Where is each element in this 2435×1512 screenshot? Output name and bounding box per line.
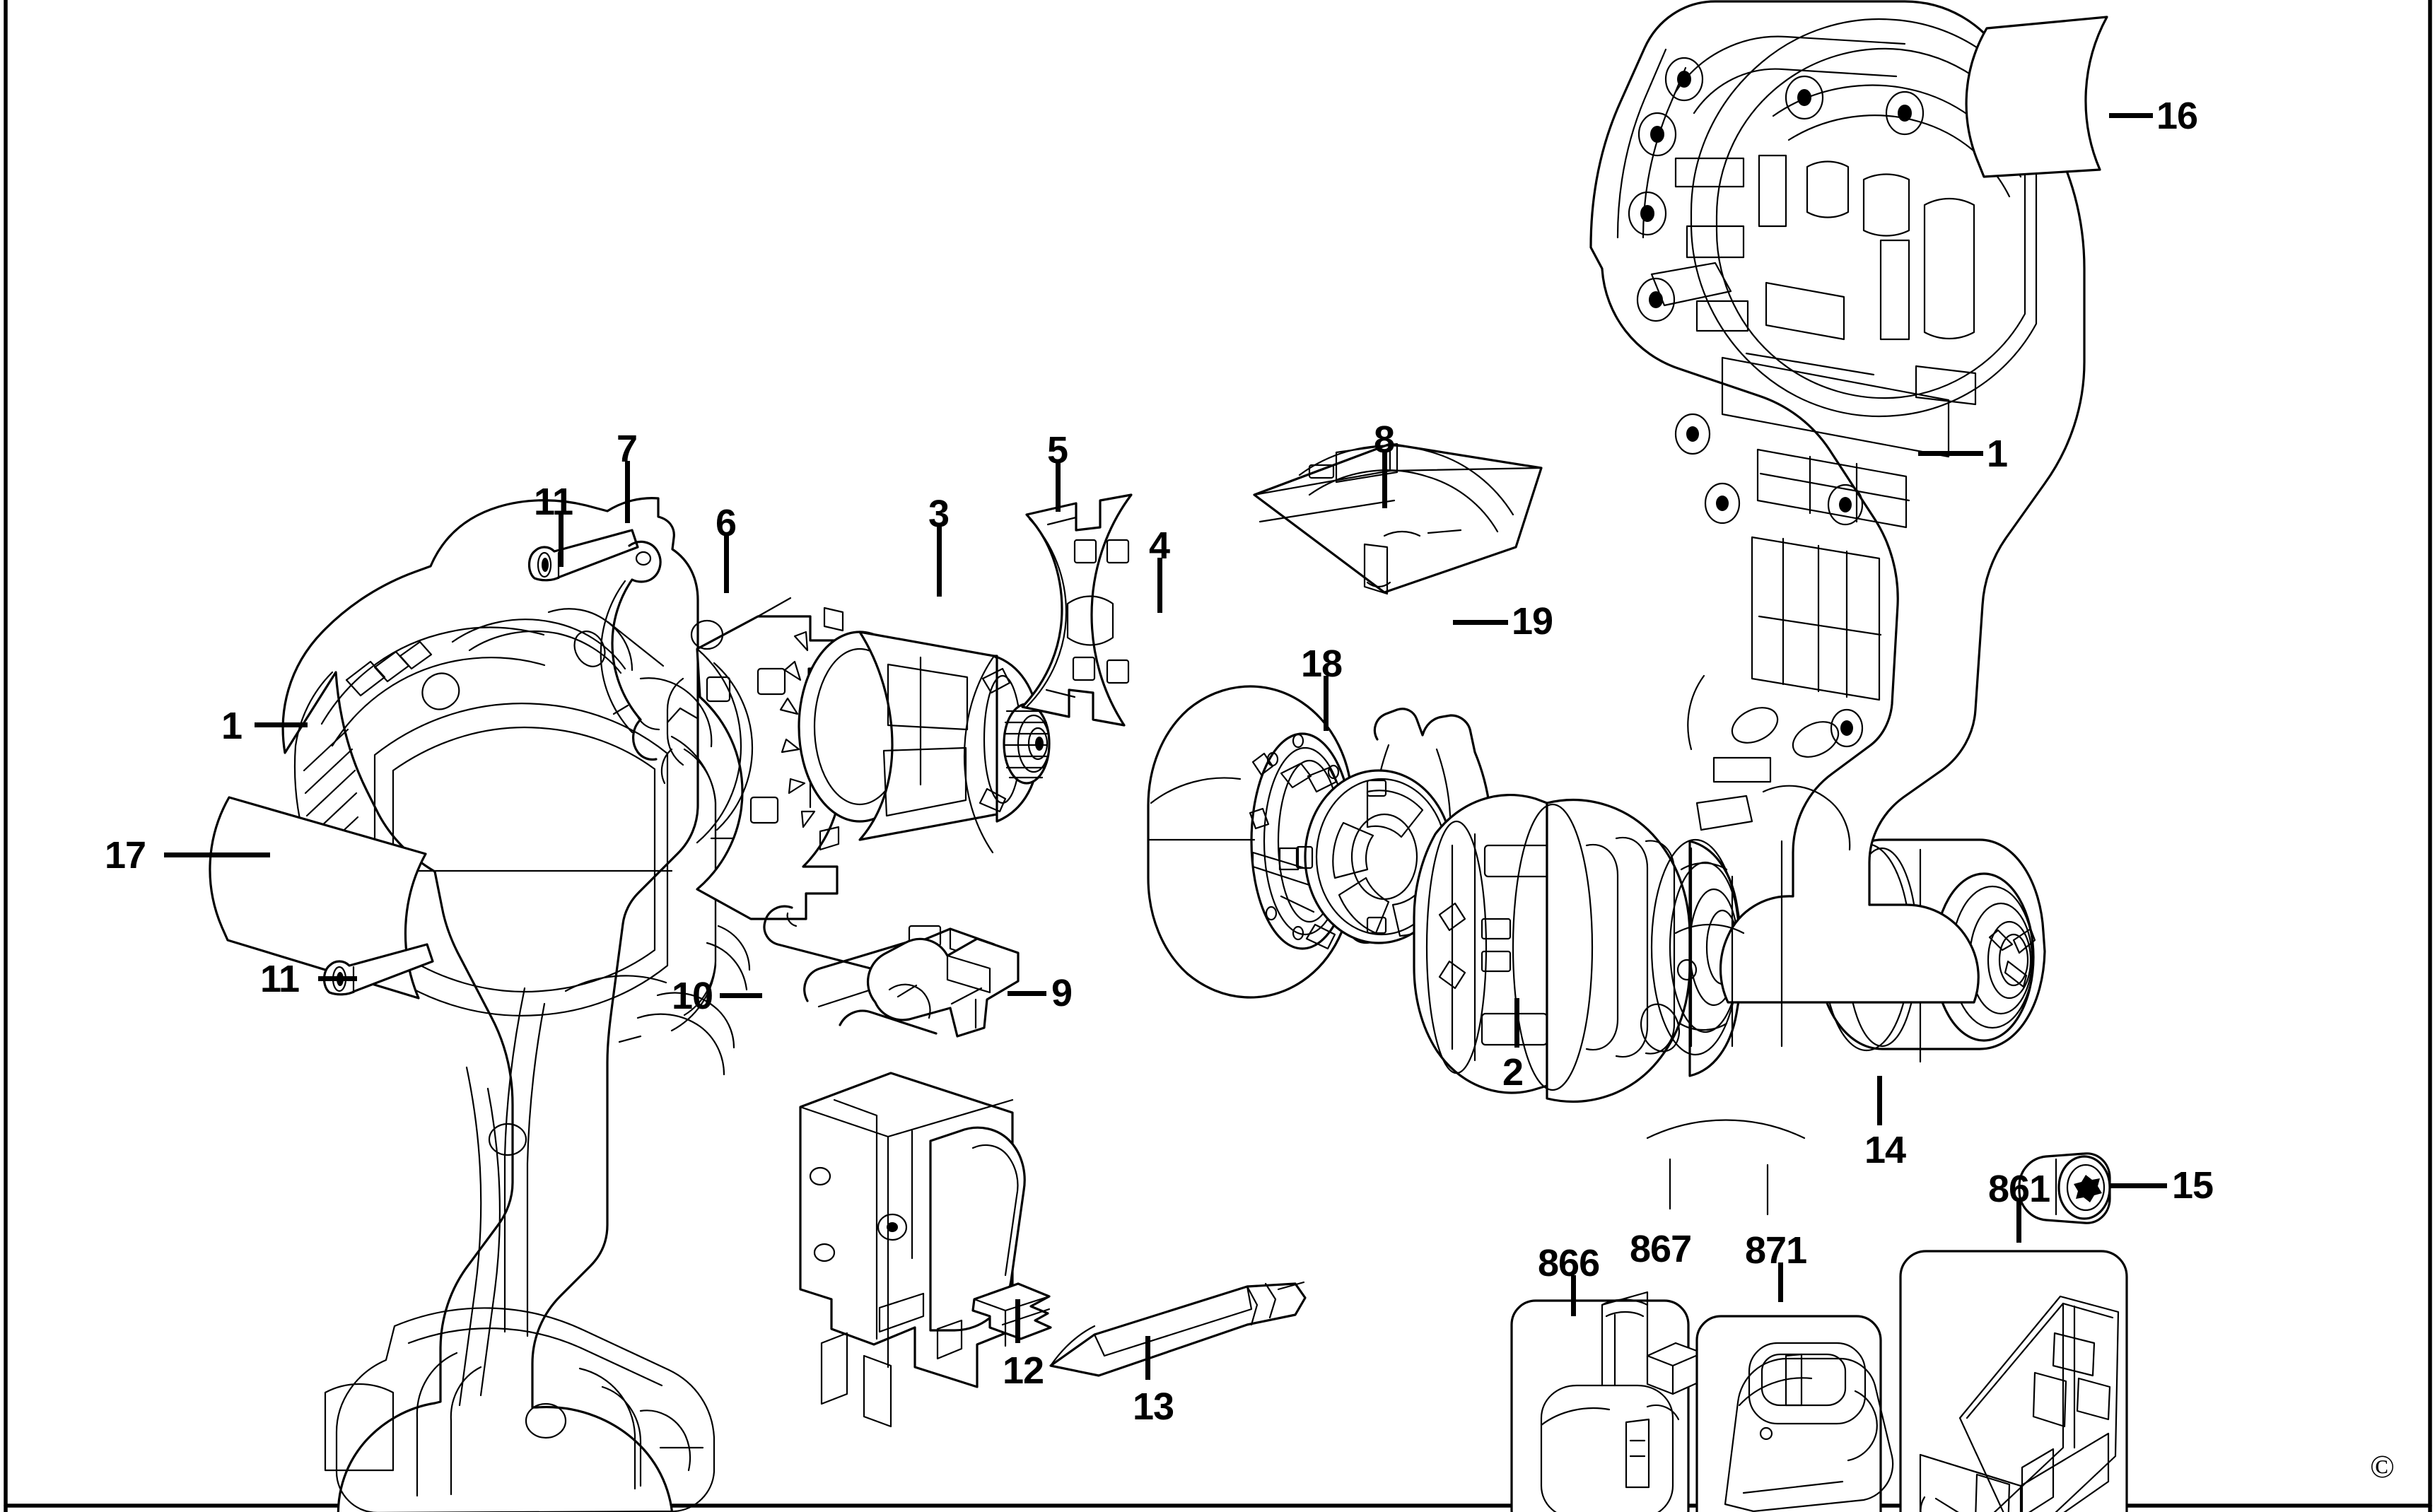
leader-line-16: [2109, 113, 2153, 118]
callout-battery-charger: 871: [1745, 1229, 1807, 1272]
part-spring-clip: [600, 540, 662, 761]
leader-line-2: [1514, 998, 1519, 1048]
callout-battery-terminal-cap: 867: [1630, 1228, 1692, 1270]
part-forward-reverse-lever: [866, 937, 1020, 1038]
leader-line-4: [1157, 558, 1162, 613]
leader-line-14: [1877, 1076, 1882, 1125]
callout-gearbox-assembly: 2: [1502, 1051, 1524, 1094]
part-chuck-retaining-screw: [2018, 1152, 2111, 1224]
leader-line-11: [559, 514, 564, 567]
accessory-box-charger: [1695, 1315, 1894, 1512]
callout-screwdriver-bit: 13: [1133, 1385, 1174, 1428]
leader-line-8: [1382, 452, 1387, 508]
leader-line-19: [1453, 620, 1508, 625]
part-label-decal-right: [1965, 16, 2108, 178]
part-screw-upper: [527, 529, 639, 582]
callout-forward-reverse-lever: 9: [1051, 972, 1073, 1014]
callout-motor-armature: 3: [928, 493, 950, 535]
callout-battery-pack: 866: [1538, 1242, 1600, 1284]
callout-brush-cap-bracket: 5: [1047, 429, 1068, 471]
leader-line-6: [724, 535, 729, 593]
part-label-decal-left: [209, 796, 427, 1000]
leader-line-9: [1008, 991, 1046, 996]
leader-line-861: [2016, 1202, 2021, 1243]
leader-line-3: [937, 526, 942, 597]
callout-housing-right-half: 1: [1987, 433, 2008, 475]
leader-line-866: [1571, 1275, 1576, 1316]
part-terminal-clip: [971, 1282, 1052, 1347]
leader-line-11: [318, 976, 357, 981]
callout-field-can: 4: [1149, 524, 1170, 567]
accessory-box-case: [1899, 1250, 2128, 1512]
callout-label-decal-right: 16: [2156, 95, 2198, 137]
part-housing-right-half: [1589, 0, 2086, 1216]
leader-line-17: [164, 852, 270, 857]
callout-carrying-case: 861: [1988, 1168, 2050, 1210]
callout-housing-left-half: 1: [221, 705, 243, 747]
leader-line-18: [1324, 676, 1329, 731]
part-motor-armature: [779, 606, 1051, 854]
callout-trigger-switch: 10: [672, 975, 713, 1017]
callout-spring-clip: 7: [617, 428, 638, 470]
callout-brush-holder: 6: [716, 502, 737, 544]
part-screwdriver-bit: [1049, 1281, 1307, 1377]
leader-line-15: [2110, 1183, 2167, 1188]
callout-wire-retainer-clip: 19: [1512, 600, 1553, 643]
part-gearbox-assembly: [1413, 793, 1810, 1103]
callout-label-decal-left: 17: [105, 834, 146, 877]
leader-line-5: [1056, 462, 1061, 512]
callout-chuck: 14: [1864, 1129, 1906, 1171]
callout-screw: 11: [534, 481, 573, 523]
leader-line-10: [720, 993, 762, 998]
motor-pinion: [1003, 703, 1051, 785]
callout-screw: 11: [260, 958, 300, 1000]
callout-chuck-retaining-screw: 15: [2172, 1164, 2214, 1207]
part-air-baffle: [1253, 443, 1543, 595]
copyright-mark: ©: [2370, 1448, 2395, 1484]
callout-fan-baffle-ring: 18: [1301, 643, 1343, 685]
part-brush-cap-bracket: [1021, 493, 1133, 727]
callout-air-baffle: 8: [1374, 418, 1395, 461]
leader-line-13: [1145, 1336, 1150, 1380]
leader-line-1: [255, 722, 308, 727]
callout-terminal-clip: 12: [1003, 1349, 1044, 1392]
leader-line-7: [625, 461, 630, 523]
accessory-box-battery: [1510, 1291, 1704, 1512]
leader-line-871: [1778, 1262, 1783, 1302]
leader-line-1: [1918, 451, 1983, 456]
leader-line-12: [1015, 1299, 1020, 1343]
